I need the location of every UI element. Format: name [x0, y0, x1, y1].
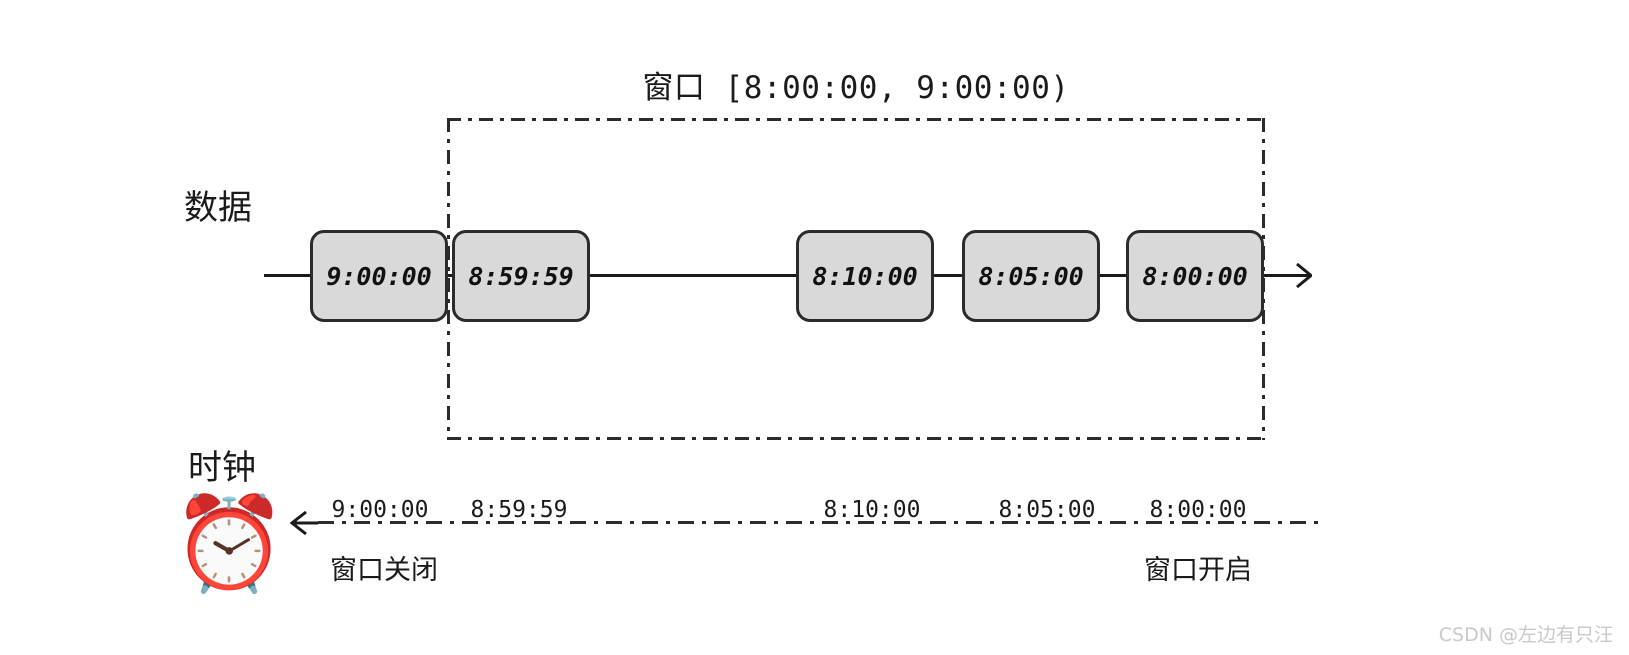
timeline-tick-label: 8:00:00: [1149, 497, 1247, 523]
data-box: 9:00:00: [310, 230, 448, 322]
clock-row-label: 时钟: [188, 448, 256, 488]
data-row-label: 数据: [184, 188, 252, 228]
timeline-tick-label: 8:59:59: [470, 497, 568, 523]
data-box: 8:10:00: [796, 230, 934, 322]
clock-timeline-arrow-icon: [290, 510, 318, 536]
window-range-title: 窗口 [8:00:00, 9:00:00): [642, 70, 1070, 106]
alarm-clock-icon: ⏰: [172, 490, 287, 597]
data-box: 8:59:59: [452, 230, 590, 322]
timeline-tick-label: 8:10:00: [823, 497, 921, 523]
clock-timeline-axis: [318, 521, 1320, 524]
timeline-tick-label: 9:00:00: [331, 497, 429, 523]
data-stream-arrow-icon: [1285, 262, 1312, 289]
timeline-tick-label: 8:05:00: [998, 497, 1096, 523]
data-box: 8:05:00: [962, 230, 1100, 322]
timeline-event-label: 窗口开启: [1144, 555, 1252, 586]
timeline-event-label: 窗口关闭: [330, 555, 438, 586]
watermark: CSDN @左边有只汪: [1438, 624, 1613, 646]
data-stream-axis: [264, 274, 1296, 277]
data-box: 8:00:00: [1126, 230, 1264, 322]
